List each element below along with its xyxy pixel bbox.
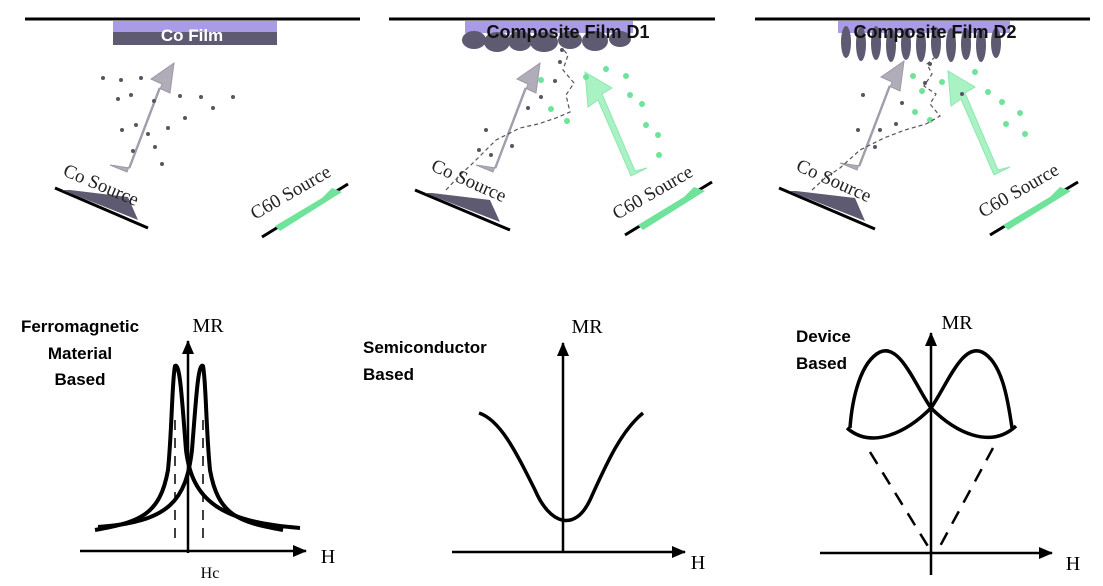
panel-composite-d1: Composite Film D1 Co Source C60 Source — [389, 17, 715, 237]
diffusion-path — [445, 47, 575, 191]
dashed-tail-right — [937, 447, 995, 549]
co-source-holder — [778, 186, 876, 231]
co-flux-arrow — [109, 61, 175, 173]
mr-curve-left-peak — [94, 363, 301, 532]
x-axis-label: H — [691, 552, 705, 574]
mr-curve-right-peak — [97, 363, 284, 532]
hc-label: Hc — [201, 565, 220, 582]
c60-source-block — [638, 187, 705, 230]
c60-source-block — [275, 188, 342, 231]
co-film-layer — [113, 21, 277, 45]
film-label: Co Film — [161, 26, 223, 45]
y-axis-label: MR — [941, 312, 973, 334]
plot-title-line2: Based — [796, 354, 847, 373]
film-label: Composite Film D1 — [486, 22, 649, 42]
diffusion-path — [811, 57, 941, 191]
mr-curve-right-hump — [845, 349, 1014, 440]
co-source-holder — [414, 188, 511, 232]
c60-source-block — [1003, 187, 1071, 230]
co-flux-arrow — [839, 59, 905, 171]
mr-plot-semiconductor: Semiconductor Based MR H — [363, 316, 705, 574]
plot-title-line1: Semiconductor — [363, 338, 487, 357]
y-axis-label: MR — [571, 316, 603, 338]
co-atoms — [477, 48, 564, 157]
composite-d2-columns — [838, 21, 1010, 62]
plot-title-line3: Based — [54, 370, 105, 389]
co-source-block — [425, 193, 500, 222]
c60-molecules — [910, 69, 1028, 137]
panel-composite-d2: Composite Film D2 Co Source C60 Source — [755, 17, 1090, 237]
plot-title-line1: Ferromagnetic — [21, 317, 139, 336]
co-flux-arrow — [475, 61, 541, 173]
co-atoms — [101, 76, 235, 166]
co-source-holder — [54, 186, 149, 230]
x-axis-label: H — [1066, 553, 1080, 575]
dashed-tail-left — [868, 451, 931, 549]
mr-curve-left-hump — [848, 349, 1018, 440]
c60-flux-arrow — [584, 71, 648, 177]
c60-source-label: C60 Source — [247, 162, 335, 225]
panel-co-film: Co Film Co Source C60 Source — [25, 17, 360, 239]
co-source-block — [789, 191, 865, 221]
mr-curve-parabolic — [478, 411, 645, 523]
composite-d1-islands — [462, 21, 633, 52]
co-source-block — [62, 190, 138, 220]
mr-plot-ferromagnetic: Ferromagnetic Material Based MR H Hc — [21, 315, 335, 582]
c60-molecules — [538, 66, 662, 158]
plot-title-line2: Based — [363, 365, 414, 384]
plot-title-line1: Device — [796, 327, 851, 346]
co-atoms — [856, 62, 964, 149]
c60-source-label: C60 Source — [975, 160, 1063, 223]
c60-flux-arrow — [947, 70, 1011, 176]
plot-title-line2: Material — [48, 344, 112, 363]
film-label: Composite Film D2 — [853, 22, 1016, 42]
mr-plot-device: Device Based MR H — [796, 312, 1080, 575]
c60-source-label: C60 Source — [609, 162, 697, 225]
x-axis-label: H — [321, 546, 335, 568]
y-axis-label: MR — [192, 315, 224, 337]
